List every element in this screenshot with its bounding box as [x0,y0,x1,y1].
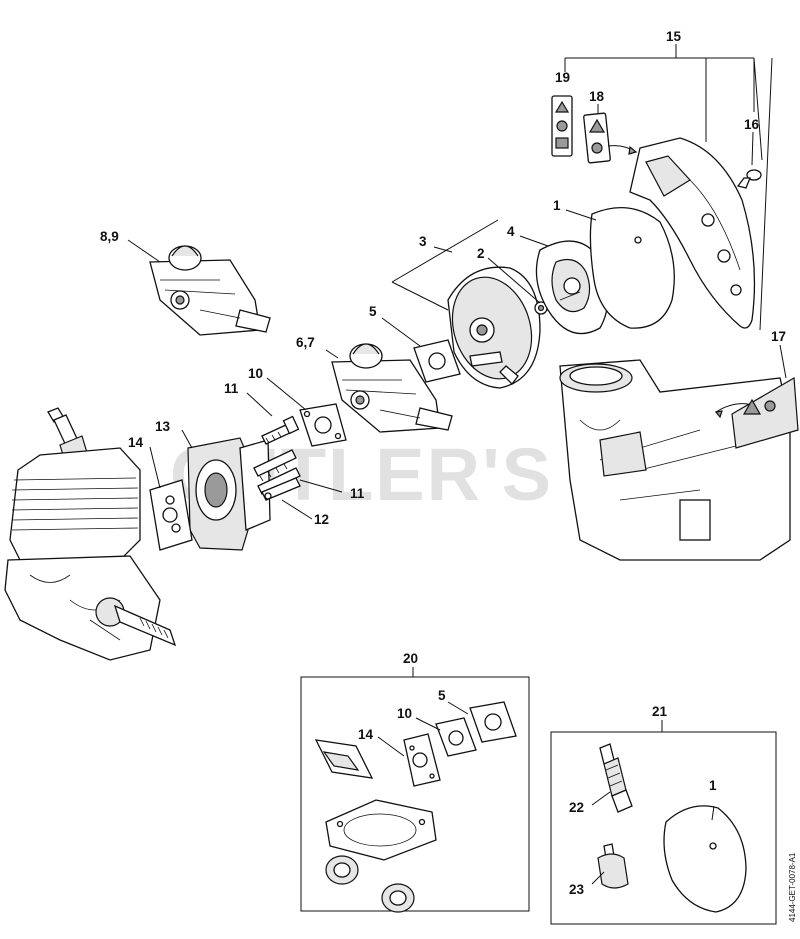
kit-gasket-exhaust [314,739,374,779]
drawing-code: 4144-GET-0078-A1 [788,852,797,922]
kit-seal-ring-a [325,855,359,885]
callout-3: 3 [419,234,427,249]
callout-11-lower: 11 [350,486,365,501]
screw-16 [736,169,762,189]
warning-label-19 [551,95,573,157]
kit-air-filter-1 [663,805,747,913]
arrow-head-17 [714,410,723,419]
callout-5: 5 [369,304,377,319]
gasket-14 [149,479,193,551]
callout-23: 23 [569,882,585,897]
air-filter-1 [589,207,675,329]
service-kit-box-21 [550,731,777,925]
engine-cylinder [4,407,177,661]
baffle-plate-4 [535,240,609,335]
callout-1: 1 [553,198,561,213]
gasket-5 [413,339,461,383]
kit-gasket-5 [469,701,517,743]
kit-spark-plug-22 [599,743,633,813]
intake-manifold [187,437,271,551]
warning-label-18 [583,112,611,164]
kit-gasket-14 [403,733,441,787]
callout-12: 12 [314,512,329,527]
warning-label-17 [731,377,799,449]
callout-17: 17 [771,329,786,344]
engine-housing [559,359,791,561]
callout-16: 16 [744,117,760,132]
filter-base-3 [447,266,541,389]
carburetor-6-7 [331,343,453,433]
kit-gasket-10 [435,717,477,757]
callout-14: 14 [128,435,144,450]
filter-cover-15 [629,137,756,329]
callout-10-kit: 10 [397,706,412,721]
callout-1-kit: 1 [709,778,717,793]
callout-2: 2 [477,246,485,261]
bracket-12 [261,477,301,501]
callout-19: 19 [555,70,570,85]
callout-5-kit: 5 [438,688,446,703]
callout-10: 10 [248,366,263,381]
carburetor-8-9 [149,245,271,336]
screw-11-upper [261,415,300,445]
callout-8-9: 8,9 [100,229,119,244]
kit-gasket-cylinder [325,799,437,861]
gasket-10 [299,403,347,447]
callout-6-7: 6,7 [296,335,315,350]
nut-2 [534,301,548,315]
arrow-head-18 [628,145,638,155]
callout-20: 20 [403,651,418,666]
callout-14-kit: 14 [358,727,374,742]
callout-22: 22 [569,800,584,815]
callout-11-upper: 11 [224,381,239,396]
callout-15: 15 [666,29,682,44]
callout-18: 18 [589,89,605,104]
callout-4: 4 [507,224,515,239]
kit-seal-ring-b [381,883,415,913]
callout-13: 13 [155,419,171,434]
screw-11-lower [253,449,301,495]
callout-21: 21 [652,704,668,719]
kit-fuel-filter-23 [597,843,629,889]
leader-lines [127,44,787,885]
arrow-17 [715,403,749,413]
gasket-kit-box-20 [300,676,530,912]
